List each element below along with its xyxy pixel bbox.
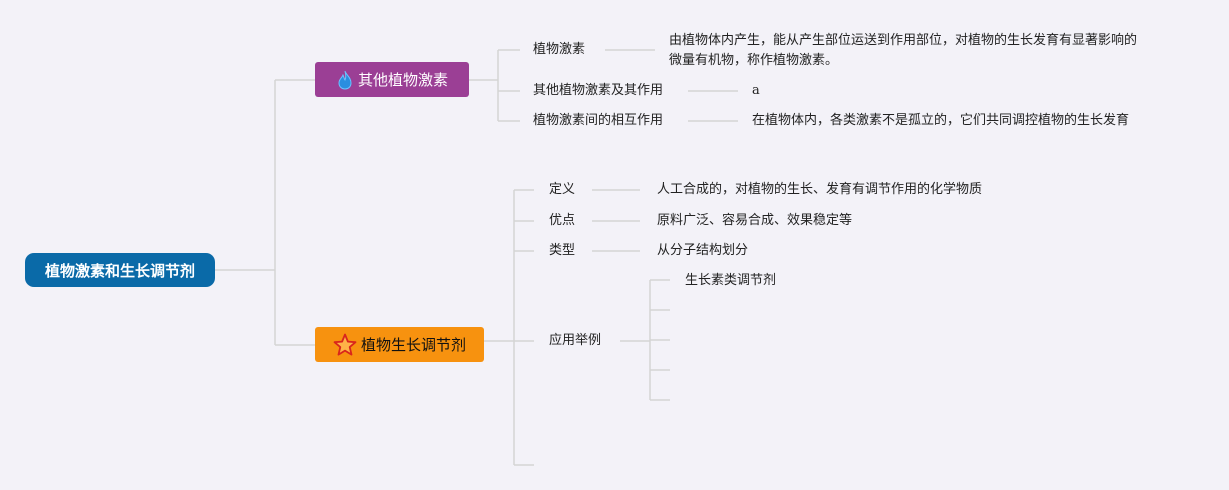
topic-other-hormones-functions[interactable]: 其他植物激素及其作用 [533, 83, 664, 98]
topic-types[interactable]: 类型 [549, 243, 576, 258]
branch-growth-regulator[interactable]: 植物生长调节剂 [315, 327, 484, 362]
desc-advantages: 原料广泛、容易合成、效果稳定等 [657, 213, 853, 228]
subtopic-auxin-regulator[interactable]: 生长素类调节剂 [685, 273, 777, 288]
branch-other-hormones[interactable]: 其他植物激素 [315, 62, 469, 97]
topic-advantages[interactable]: 优点 [549, 213, 576, 228]
topic-hormone-interaction[interactable]: 植物激素间的相互作用 [533, 113, 664, 128]
topic-definition[interactable]: 定义 [549, 182, 576, 197]
topic-application-examples[interactable]: 应用举例 [549, 333, 602, 348]
desc-plant-hormone: 由植物体内产生，能从产生部位运送到作用部位，对植物的生长发育有显著影响的微量有机… [669, 33, 1138, 68]
desc-hormone-interaction: 在植物体内，各类激素不是孤立的，它们共同调控植物的生长发育 [752, 113, 1130, 128]
desc-definition: 人工合成的，对植物的生长、发育有调节作用的化学物质 [657, 182, 983, 197]
star-icon [333, 333, 357, 357]
desc-types: 从分子结构划分 [657, 243, 749, 258]
desc-other-hormones-functions: a [752, 83, 760, 98]
topic-plant-hormone[interactable]: 植物激素 [533, 42, 586, 57]
branch-regulator-label: 植物生长调节剂 [360, 336, 466, 354]
branch-other-label: 其他植物激素 [357, 71, 448, 89]
root-topic[interactable]: 植物激素和生长调节剂 [25, 253, 215, 287]
flame-icon [336, 70, 354, 90]
